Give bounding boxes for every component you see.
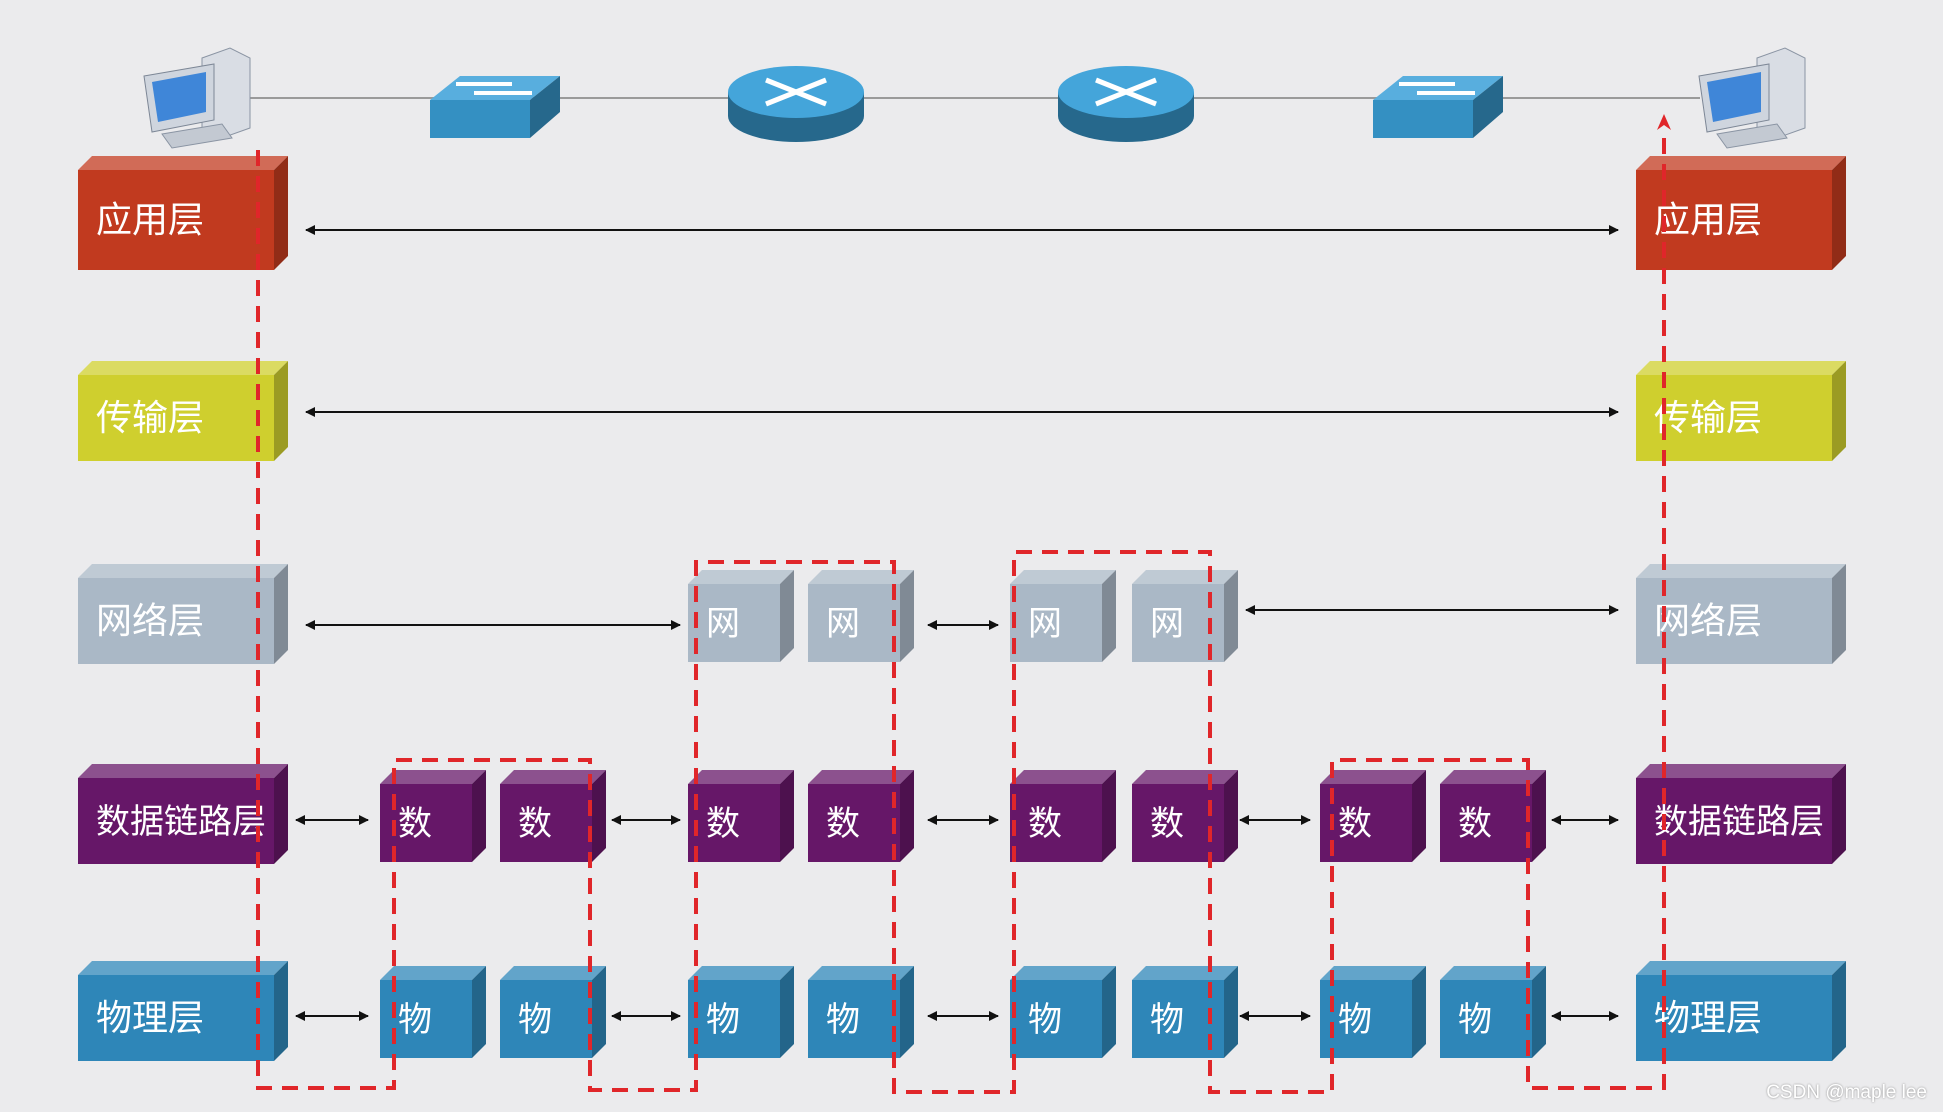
device4-physical-1-label: 物 — [1338, 1000, 1372, 1040]
device2-physical-box-1: 物 — [688, 966, 794, 1058]
router1-network-box-2: 网 — [808, 570, 914, 662]
left-datalink-layer-label: 数据链路层 — [96, 802, 266, 842]
router1-network-2-label: 网 — [826, 604, 860, 644]
right-transport-layer-label: 传输层 — [1654, 398, 1762, 439]
watermark: CSDN @maple lee — [1766, 1082, 1927, 1104]
device4-physical-2-label: 物 — [1458, 1000, 1492, 1040]
device3-physical-2-label: 物 — [1150, 1000, 1184, 1040]
device3-physical-1-label: 物 — [1028, 1000, 1062, 1040]
router1-network-box-1: 网 — [688, 570, 794, 662]
device2-datalink-1-label: 数 — [706, 804, 740, 844]
left-application-layer-label: 应用层 — [96, 200, 204, 241]
device3-datalink-1-label: 数 — [1028, 804, 1062, 844]
right-datalink-layer-box: 数据链路层 — [1636, 764, 1846, 864]
router2-network-box-1: 网 — [1010, 570, 1116, 662]
left-transport-layer-label: 传输层 — [96, 398, 204, 439]
left-physical-layer-label: 物理层 — [96, 998, 204, 1039]
device2-physical-2-label: 物 — [826, 1000, 860, 1040]
host-computer-icon — [144, 48, 250, 148]
device4-datalink-box-1: 数 — [1320, 770, 1426, 862]
switch-icon — [1373, 76, 1503, 138]
device1-physical-1-label: 物 — [398, 1000, 432, 1040]
router1-network-1-label: 网 — [706, 604, 740, 644]
right-application-layer-box: 应用层 — [1636, 156, 1846, 270]
router-icon — [1058, 66, 1194, 142]
router-icon — [728, 66, 864, 142]
device3-physical-box-1: 物 — [1010, 966, 1116, 1058]
right-network-layer-box: 网络层 — [1636, 564, 1846, 664]
router2-network-box-2: 网 — [1132, 570, 1238, 662]
device1-datalink-2-label: 数 — [518, 804, 552, 844]
right-physical-layer-box: 物理层 — [1636, 961, 1846, 1061]
left-network-layer-label: 网络层 — [96, 601, 204, 642]
switch-icon — [430, 76, 560, 138]
right-application-layer-label: 应用层 — [1654, 200, 1762, 241]
device1-datalink-1-label: 数 — [398, 804, 432, 844]
right-physical-layer-label: 物理层 — [1654, 998, 1762, 1039]
device2-physical-1-label: 物 — [706, 1000, 740, 1040]
device4-physical-box-2: 物 — [1440, 966, 1546, 1058]
device1-physical-2-label: 物 — [518, 1000, 552, 1040]
device3-physical-box-2: 物 — [1132, 966, 1238, 1058]
router2-network-2-label: 网 — [1150, 604, 1184, 644]
device2-datalink-box-1: 数 — [688, 770, 794, 862]
device3-datalink-2-label: 数 — [1150, 804, 1184, 844]
device2-datalink-2-label: 数 — [826, 804, 860, 844]
right-transport-layer-box: 传输层 — [1636, 361, 1846, 461]
right-datalink-layer-label: 数据链路层 — [1654, 802, 1824, 842]
device2-datalink-box-2: 数 — [808, 770, 914, 862]
device2-physical-box-2: 物 — [808, 966, 914, 1058]
host-computer-icon — [1699, 48, 1805, 148]
device3-datalink-box-2: 数 — [1132, 770, 1238, 862]
router2-network-1-label: 网 — [1028, 604, 1062, 644]
device4-physical-box-1: 物 — [1320, 966, 1426, 1058]
device4-datalink-box-2: 数 — [1440, 770, 1546, 862]
device4-datalink-2-label: 数 — [1458, 804, 1492, 844]
device3-datalink-box-1: 数 — [1010, 770, 1116, 862]
device4-datalink-1-label: 数 — [1338, 804, 1372, 844]
right-network-layer-label: 网络层 — [1654, 601, 1762, 642]
